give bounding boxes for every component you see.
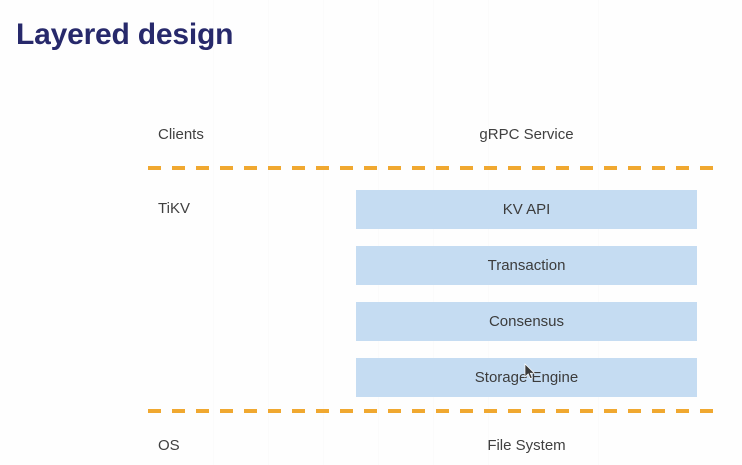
layer-box-transaction[interactable]: Transaction: [356, 246, 697, 285]
tier-label-clients: Clients: [158, 126, 204, 143]
layer-box-consensus[interactable]: Consensus: [356, 302, 697, 341]
layer-box-kv-api[interactable]: KV API: [356, 190, 697, 229]
tier-component-grpc-service: gRPC Service: [479, 126, 574, 143]
capture-seam: [323, 0, 324, 465]
capture-seam: [268, 0, 269, 465]
capture-seam: [213, 0, 214, 465]
tier-component-file-system: File System: [487, 437, 566, 454]
layer-box-label: Transaction: [487, 256, 566, 274]
tier-label-os: OS: [158, 437, 180, 454]
tier-label-tikv: TiKV: [158, 200, 190, 217]
divider-clients-tikv: [148, 166, 716, 170]
layer-box-storage-engine[interactable]: Storage Engine: [356, 358, 697, 397]
layer-box-label: KV API: [502, 200, 551, 218]
layer-box-label: Storage Engine: [474, 368, 579, 386]
divider-tikv-os: [148, 409, 716, 413]
page-title: Layered design: [16, 18, 234, 51]
layer-box-label: Consensus: [488, 312, 565, 330]
